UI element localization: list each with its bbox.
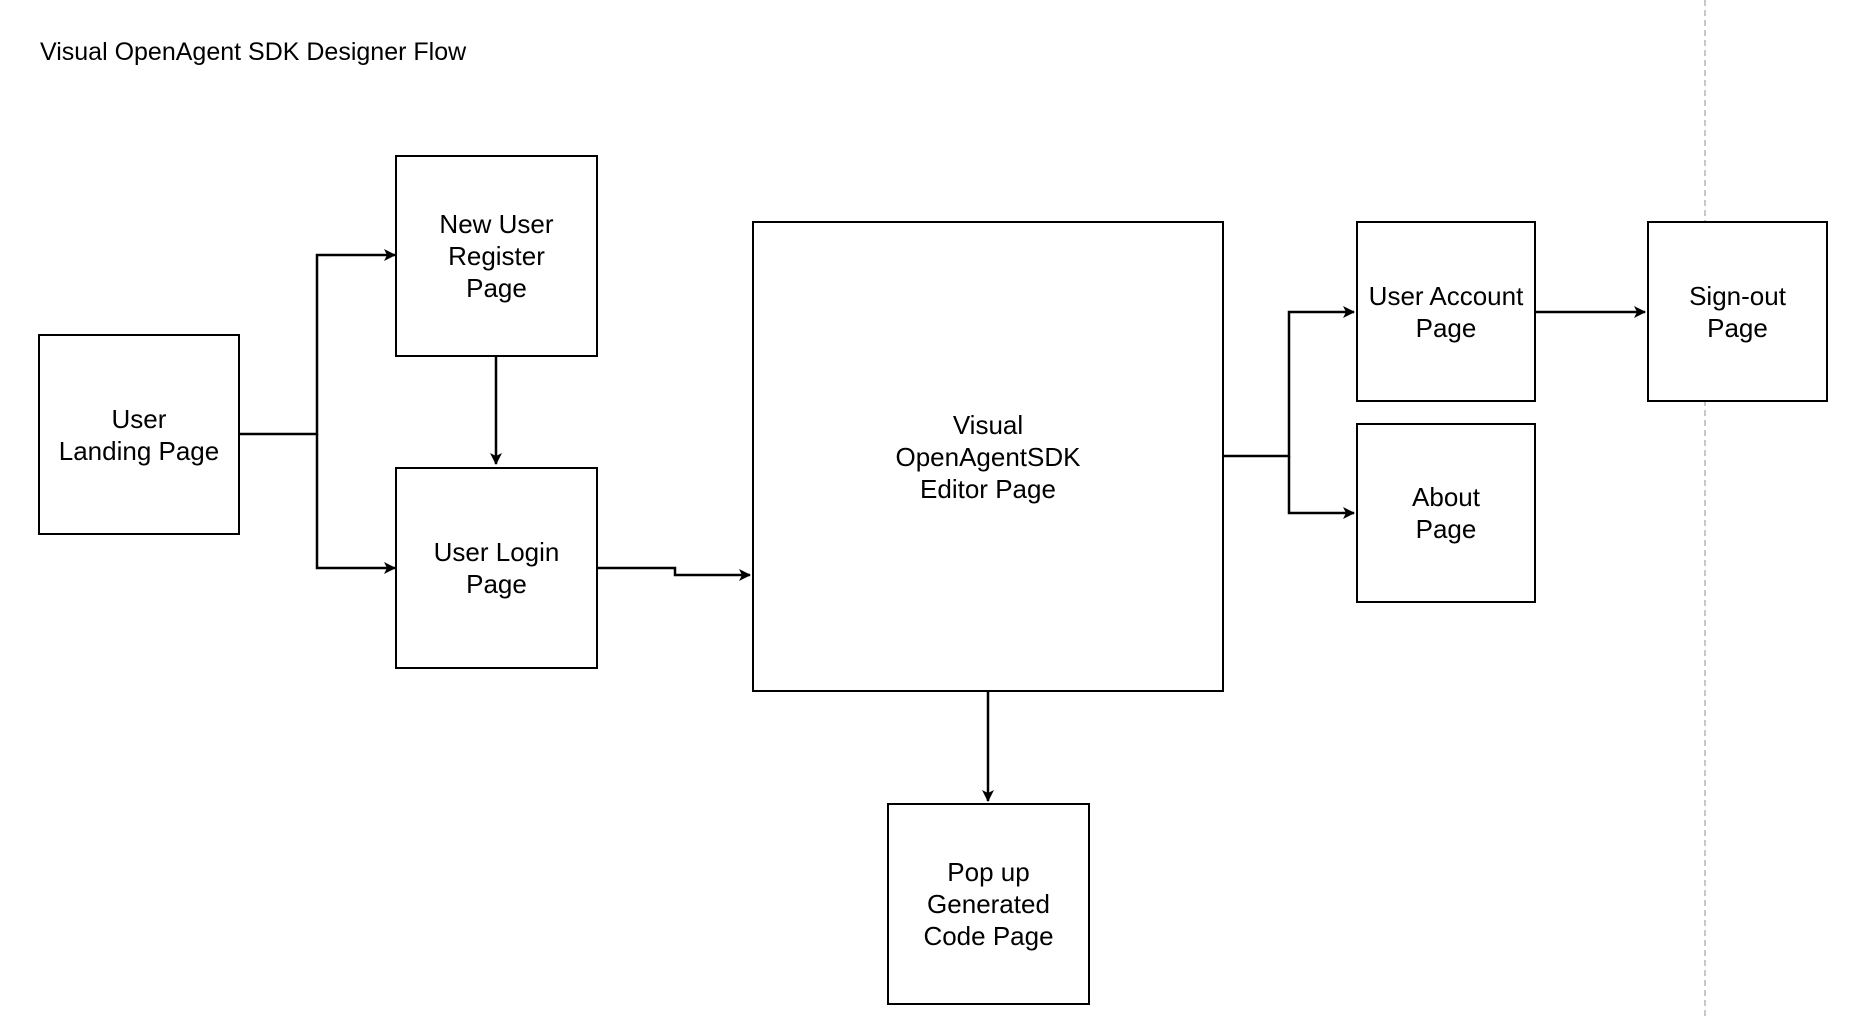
- node-label-line: Page: [466, 569, 527, 599]
- edge-landing-to-register: [240, 249, 396, 436]
- node-label-line: About: [1412, 482, 1480, 512]
- node-label-line: Page: [1707, 312, 1768, 343]
- node-label-line: OpenAgentSDK: [895, 441, 1081, 472]
- node-label-line: Pop up: [947, 857, 1030, 887]
- node-label-line: User Login: [433, 537, 560, 567]
- node-label-line: Generated: [927, 889, 1050, 919]
- node-label-line: User Account: [1368, 280, 1524, 311]
- dashed-divider-line: [1704, 0, 1706, 1016]
- node-label-line: Sign-out: [1689, 280, 1786, 311]
- edge-editor-to-account: [1223, 306, 1355, 458]
- node-label-line: Visual: [952, 409, 1024, 440]
- node-label-line: User: [111, 403, 167, 434]
- edge-editor-to-about: [1287, 456, 1355, 519]
- edge-login-to-editor: [597, 566, 751, 581]
- node-label-line: Register: [448, 241, 545, 271]
- node-label-line: New User: [439, 209, 554, 239]
- node-label-line: Landing Page: [58, 435, 220, 466]
- node-label-line: Page: [1415, 312, 1477, 343]
- node-label-line: Page: [466, 273, 527, 303]
- diagram-title: Visual OpenAgent SDK Designer Flow: [40, 38, 467, 66]
- node-label-line: Code Page: [923, 921, 1054, 951]
- node-label-line: Page: [1415, 514, 1477, 544]
- node-label-line: Editor Page: [920, 473, 1056, 504]
- edge-landing-to-login: [315, 434, 396, 574]
